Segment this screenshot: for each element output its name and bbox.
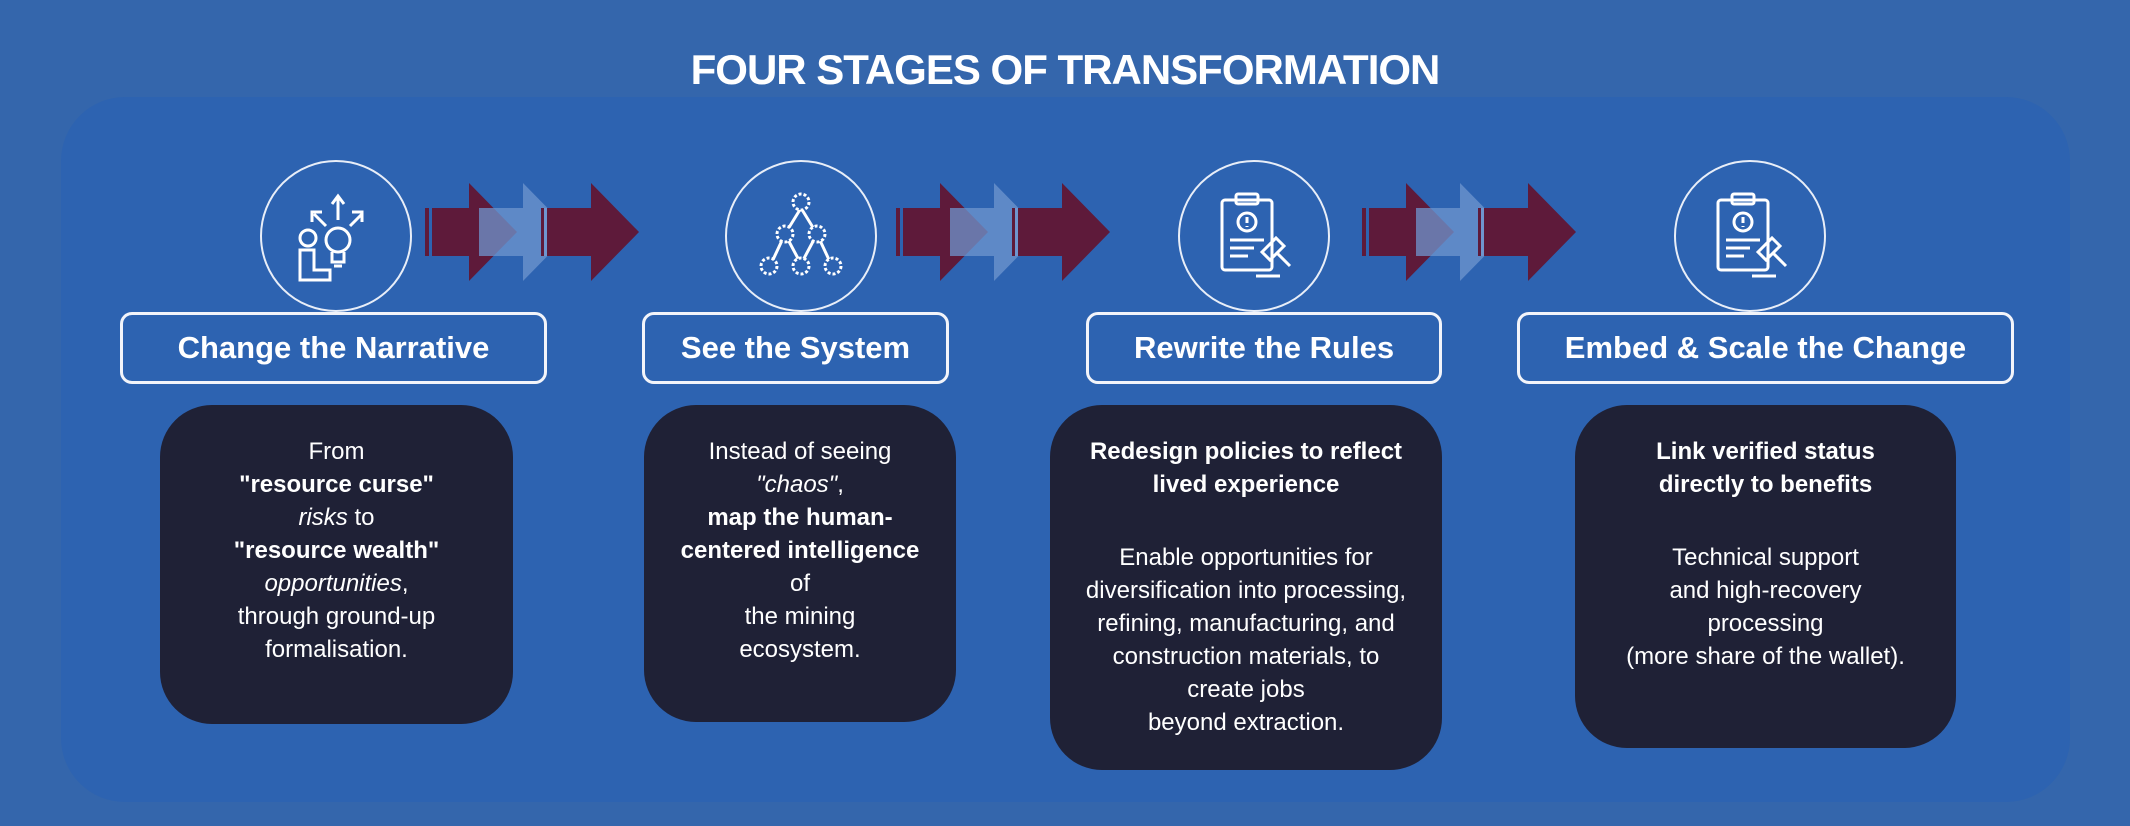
arrow-right-icon xyxy=(421,183,639,281)
card-heading: directly to benefits xyxy=(1658,471,1873,498)
card-text: through ground-up xyxy=(237,603,436,630)
card-heading: lived experience xyxy=(1152,471,1340,498)
clipboard-gavel-icon xyxy=(1220,192,1292,278)
card-text: Technical support xyxy=(1672,544,1859,571)
stage-4-card: Link verified status directly to benefit… xyxy=(1575,405,1956,748)
card-text-italic: "chaos" xyxy=(756,471,838,498)
stage-3-label: Rewrite the Rules xyxy=(1086,312,1442,384)
card-text: From xyxy=(308,438,365,465)
card-text-italic: opportunities xyxy=(264,570,402,597)
stage-4-icon-circle xyxy=(1674,160,1826,312)
card-text: and high-recovery xyxy=(1669,577,1862,604)
arrow-right-icon xyxy=(892,183,1110,281)
card-text: , xyxy=(401,570,409,597)
card-text: beyond extraction. xyxy=(1147,709,1345,736)
card-text-bold: "resource wealth" xyxy=(233,537,440,564)
card-text-bold: map the human- xyxy=(707,504,893,531)
stage-3-card: Redesign policies to reflect lived exper… xyxy=(1050,405,1442,770)
card-text: the mining xyxy=(744,603,856,630)
stage-2-card: Instead of seeing "chaos", map the human… xyxy=(644,405,956,722)
card-text: ecosystem. xyxy=(739,636,861,663)
card-text: Enable opportunities for xyxy=(1119,544,1373,571)
card-text: Instead of seeing xyxy=(708,438,892,465)
card-text: (more share of the wallet). xyxy=(1626,643,1905,670)
page-title: FOUR STAGES OF TRANSFORMATION xyxy=(690,46,1441,93)
card-text: diversification into processing, xyxy=(1085,577,1407,604)
stage-2-icon-circle xyxy=(725,160,877,312)
stage-1-card: From "resource curse" risks to "resource… xyxy=(160,405,513,724)
card-text: to xyxy=(347,504,375,531)
card-text-italic: risks xyxy=(298,504,348,531)
stage-1-label: Change the Narrative xyxy=(120,312,547,384)
card-text: of xyxy=(789,570,810,597)
card-text: , xyxy=(837,471,844,498)
clipboard-gavel-icon xyxy=(1716,192,1788,278)
card-heading: Link verified status xyxy=(1656,438,1875,465)
arrow-right-icon xyxy=(1358,183,1576,281)
stage-3-icon-circle xyxy=(1178,160,1330,312)
stage-1-icon-circle xyxy=(260,160,412,312)
card-text-bold: "resource curse" xyxy=(239,471,434,498)
card-text: refining, manufacturing, and xyxy=(1097,610,1395,637)
card-text: construction materials, to xyxy=(1112,643,1380,670)
card-text-bold: centered intelligence xyxy=(680,537,920,564)
person-lightbulb-ideas-icon xyxy=(298,193,364,282)
card-text: create jobs xyxy=(1187,676,1305,703)
stage-4-label: Embed & Scale the Change xyxy=(1517,312,2014,384)
stage-2-label: See the System xyxy=(642,312,949,384)
gear-network-icon xyxy=(759,192,843,276)
card-text: processing xyxy=(1707,610,1824,637)
card-text: formalisation. xyxy=(265,636,408,663)
card-heading: Redesign policies to reflect xyxy=(1089,438,1403,465)
